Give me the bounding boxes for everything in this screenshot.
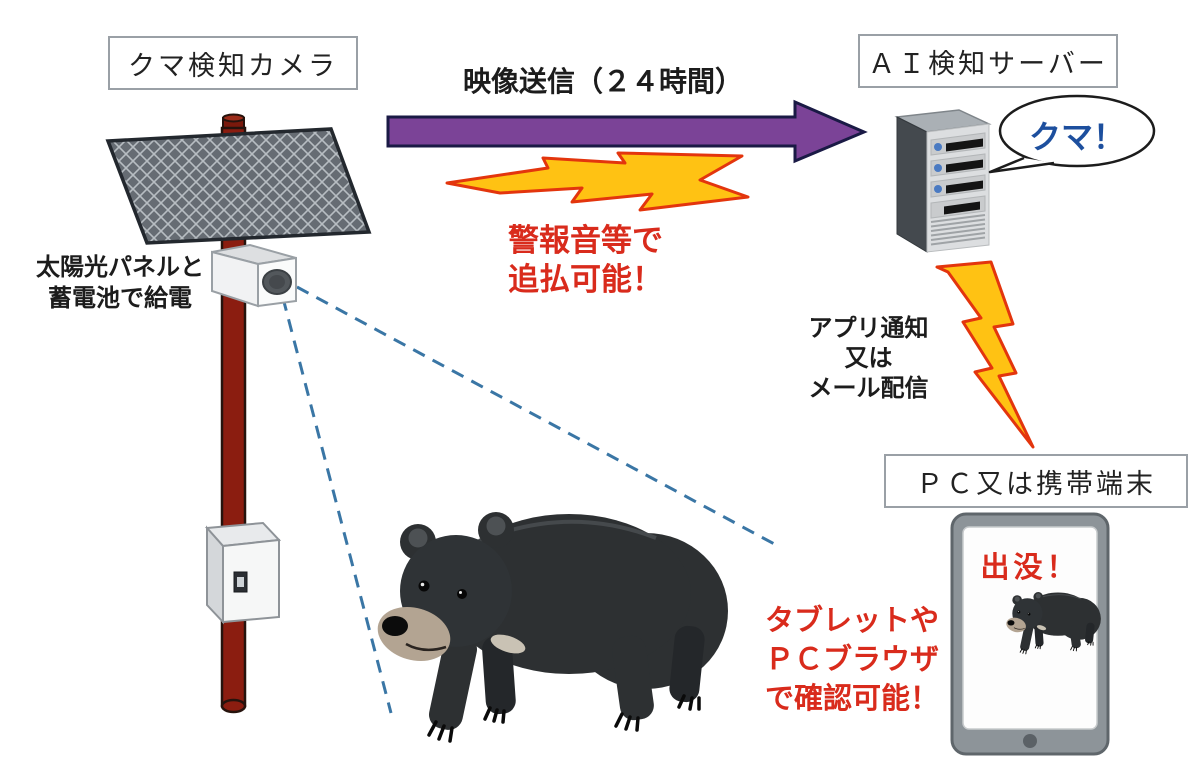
browser-note-line1: タブレットや: [764, 605, 939, 637]
black-bear-illustration: [369, 510, 730, 743]
battery-box: [204, 521, 282, 625]
notify-note-line3: メール配信: [808, 375, 929, 402]
ai-server-tower: [894, 109, 992, 253]
server-drive-bays: [930, 132, 986, 219]
notify-note-line1: アプリ通知: [808, 315, 929, 342]
alarm-lightning-bolt-icon: [445, 151, 750, 212]
browser-note-line2: ＰＣブラウザ: [764, 644, 939, 677]
device-alert-text: 出没！: [980, 552, 1080, 584]
notify-note-line2: 又は: [844, 345, 893, 372]
notification-lightning-bolt-icon: [935, 260, 1035, 449]
alarm-note-line2: 追払可能！: [508, 261, 663, 297]
detection-camera: [211, 243, 297, 308]
power-note-line1: 太陽光パネルと: [36, 254, 204, 281]
power-note: 太陽光パネルと 蓄電池で給電: [20, 252, 220, 314]
video-stream-arrow: [386, 99, 868, 164]
device-label: ＰＣ又は携帯端末: [916, 468, 1156, 499]
power-note-line2: 蓄電池で給電: [48, 285, 192, 313]
bubble-text: クマ！: [1028, 119, 1125, 155]
device-label-box: ＰＣ又は携帯端末: [884, 454, 1188, 508]
tablet-home-button: [1023, 734, 1037, 748]
speech-bubble: [988, 94, 1156, 174]
camera-field-of-view-dashes: [281, 285, 779, 714]
server-label-box: ＡＩ検知サーバー: [858, 34, 1118, 88]
transmission-caption: 映像送信（２４時間）: [462, 66, 743, 97]
server-vent-lines: [930, 214, 986, 246]
camera-label-box: クマ検知カメラ: [108, 36, 358, 90]
alarm-note-line1: 警報音等で: [508, 223, 663, 258]
solar-panel: [105, 127, 372, 245]
browser-note: タブレットや ＰＣブラウザ で確認可能！: [732, 602, 972, 719]
camera-label: クマ検知カメラ: [128, 50, 338, 81]
alarm-note: 警報音等で 追払可能！: [468, 222, 703, 300]
notify-note: アプリ通知 又は メール配信: [786, 314, 951, 404]
browser-note-line3: で確認可能！: [764, 683, 939, 716]
server-label: ＡＩ検知サーバー: [868, 48, 1108, 79]
